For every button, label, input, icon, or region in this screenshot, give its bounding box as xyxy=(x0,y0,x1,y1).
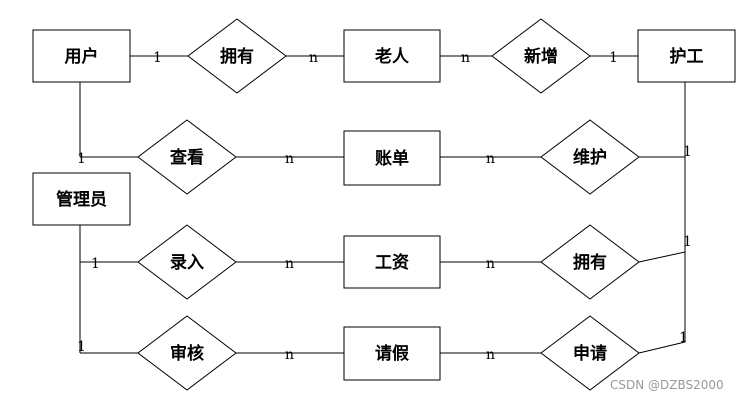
cardinality-caregiver-has-salary: n xyxy=(486,256,495,272)
cardinality-apply-leave: n xyxy=(486,347,495,363)
relationship-add: 新增 xyxy=(491,18,591,94)
cardinality-view-user: 1 xyxy=(77,151,86,167)
svg-text:管理员: 管理员 xyxy=(56,189,107,210)
cardinality-review-leave: n xyxy=(285,347,294,363)
cardinality-user-has-elder: n xyxy=(309,50,318,66)
relationship-user-has: 拥有 xyxy=(187,18,287,94)
svg-text:维护: 维护 xyxy=(573,147,607,168)
svg-text:查看: 查看 xyxy=(169,147,204,168)
connector-lines xyxy=(79,55,686,354)
cardinality-review-admin: 1 xyxy=(77,339,86,355)
cardinality-view-bill: n xyxy=(285,151,294,167)
svg-text:拥有: 拥有 xyxy=(220,46,254,67)
entity-bill: 账单 xyxy=(343,130,441,186)
entity-elder: 老人 xyxy=(343,29,441,83)
entity-caregiver: 护工 xyxy=(637,29,736,83)
svg-text:申请: 申请 xyxy=(573,343,607,364)
cardinality-user-has-user: 1 xyxy=(153,50,162,66)
relationship-review: 审核 xyxy=(137,315,237,391)
svg-text:账单: 账单 xyxy=(375,148,409,169)
svg-text:工资: 工资 xyxy=(375,252,409,273)
cardinality-enter-salary: n xyxy=(285,256,294,272)
svg-text:老人: 老人 xyxy=(374,46,410,67)
relationship-maintain: 维护 xyxy=(540,119,640,195)
entity-user: 用户 xyxy=(32,29,131,83)
relationship-caregiver-has: 拥有 xyxy=(540,224,640,300)
relationship-enter: 录入 xyxy=(137,224,237,300)
entity-leave: 请假 xyxy=(343,326,441,381)
cardinality-enter-admin: 1 xyxy=(91,256,100,272)
relationship-view: 查看 xyxy=(137,119,237,195)
cardinality-maintain-caregiver: 1 xyxy=(683,144,692,160)
svg-text:请假: 请假 xyxy=(375,343,409,364)
cardinality-caregiver-has-caregiver: 1 xyxy=(683,234,692,250)
watermark: CSDN @DZBS2000 xyxy=(610,378,724,392)
relationship-apply: 申请 xyxy=(540,315,640,391)
cardinality-maintain-bill: n xyxy=(486,151,495,167)
cardinality-apply-caregiver: 1 xyxy=(679,330,688,346)
cardinality-add-elder: n xyxy=(461,50,470,66)
svg-text:用户: 用户 xyxy=(65,46,99,67)
svg-text:拥有: 拥有 xyxy=(573,252,607,273)
svg-text:录入: 录入 xyxy=(170,253,204,273)
svg-text:审核: 审核 xyxy=(170,343,204,364)
svg-text:新增: 新增 xyxy=(524,46,558,67)
cardinality-add-caregiver: 1 xyxy=(609,50,618,66)
entity-admin: 管理员 xyxy=(32,172,131,226)
svg-text:护工: 护工 xyxy=(670,46,704,67)
entity-salary: 工资 xyxy=(343,235,441,289)
cardinality-labels: 1 n n 1 1 n n 1 1 n n 1 1 n n 1 xyxy=(77,50,692,363)
